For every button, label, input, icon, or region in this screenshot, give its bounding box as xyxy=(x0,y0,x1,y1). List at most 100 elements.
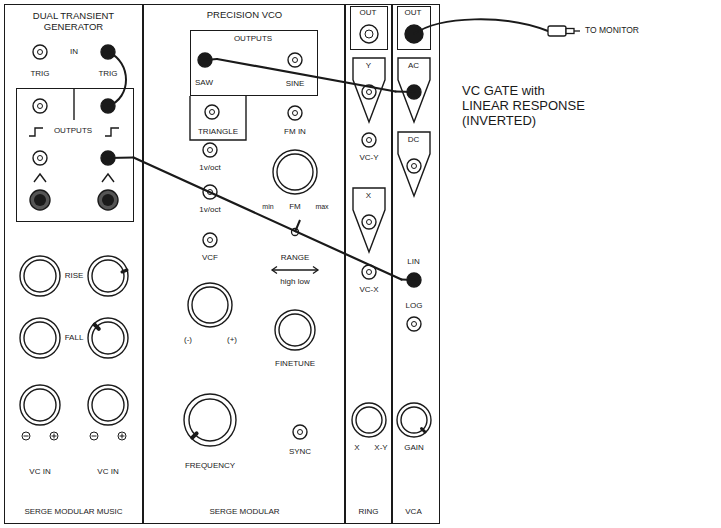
dark-jack xyxy=(102,194,114,206)
envelope-symbol xyxy=(34,174,46,182)
triangle-output-box xyxy=(190,96,246,140)
plug-tip xyxy=(574,30,580,31)
patch-cable xyxy=(217,59,396,92)
output-box: OUT xyxy=(350,6,388,50)
jack-socket xyxy=(360,25,378,43)
module-panel: DUAL TRANSIENT GENERATOR SERGE MODULAR MU… xyxy=(4,4,143,524)
patch-cable-stub xyxy=(108,156,134,159)
plus-mark xyxy=(54,434,55,439)
dark-jack xyxy=(34,194,46,206)
envelope-symbol xyxy=(102,174,114,182)
knob-marker xyxy=(122,270,127,272)
switch-label: RANGE xyxy=(281,253,309,262)
module-panel: PRECISION VCOSERGE MODULAROUTPUTSSAW xyxy=(143,4,345,524)
output-box: OUTPUTS xyxy=(16,88,134,222)
knob-label: FINETUNE xyxy=(275,359,315,368)
jack-socket xyxy=(288,106,302,120)
knob xyxy=(279,314,311,346)
knob xyxy=(24,322,56,354)
jack-socket xyxy=(203,233,217,247)
minus-mark xyxy=(24,436,29,437)
plug-sleeve xyxy=(566,29,574,34)
jack-label: TRIANGLE xyxy=(198,127,238,136)
knob-markers xyxy=(95,270,425,438)
input-diamond: DC xyxy=(396,130,432,198)
diamond-outline xyxy=(398,132,430,196)
input-diamond: X xyxy=(351,186,387,254)
jack-socket xyxy=(33,99,47,113)
jack-socket xyxy=(362,133,376,147)
knob-label: RISE xyxy=(65,271,84,280)
jack-label: OUT xyxy=(360,8,377,17)
knobs xyxy=(20,150,431,446)
jack-socket xyxy=(407,159,421,173)
knob xyxy=(20,385,60,425)
input-diamond: AC xyxy=(396,56,432,124)
jack-node: LIN xyxy=(402,254,426,290)
knob xyxy=(20,256,60,296)
patch-cable xyxy=(134,158,402,280)
knob-label: VC IN xyxy=(97,467,118,476)
diamond-outline xyxy=(353,188,385,252)
dark-jack xyxy=(30,190,50,210)
jack-label: LIN xyxy=(407,257,419,266)
diamond-outline xyxy=(353,58,385,122)
jack-socket xyxy=(367,270,372,275)
input-diamond: Y xyxy=(351,56,387,124)
jack-socket xyxy=(208,148,213,153)
range-arrow xyxy=(313,267,318,274)
range-switch xyxy=(272,220,318,274)
module-title: PRECISION VCO xyxy=(207,10,283,21)
jack-label: 1v/oct xyxy=(199,163,220,172)
input-label: Y xyxy=(366,61,371,70)
knob xyxy=(20,318,60,358)
knob-label: GAIN xyxy=(404,443,424,452)
polarity-marks xyxy=(22,432,126,440)
jack-label: VC-X xyxy=(359,285,378,294)
knob xyxy=(88,256,128,296)
jack-socket xyxy=(412,322,417,327)
maker-name: SERGE MODULAR MUSIC xyxy=(24,507,122,516)
knob-label: FM xyxy=(289,202,301,211)
section-label: OUTPUTS xyxy=(54,126,92,135)
input-label: DC xyxy=(408,135,420,144)
scale-label: max xyxy=(315,203,328,211)
jack-socket xyxy=(210,110,215,115)
jack-socket xyxy=(407,317,421,331)
jack-socket xyxy=(362,215,376,229)
knob xyxy=(277,154,313,190)
jack-label: FM IN xyxy=(284,127,306,136)
output-box: OUT xyxy=(397,6,431,50)
scale-label: high low xyxy=(280,277,309,286)
knob xyxy=(352,403,386,437)
scale-label: min xyxy=(262,203,273,211)
knob xyxy=(401,407,427,433)
patch-cable-stub xyxy=(396,90,415,93)
jack-label: LOG xyxy=(406,301,423,310)
knob xyxy=(92,322,124,354)
module-title: DUAL TRANSIENT GENERATOR xyxy=(18,11,130,33)
jack-label: 1v/oct xyxy=(199,205,220,214)
knob xyxy=(188,283,232,327)
monitor-cable xyxy=(414,19,548,34)
scale-label: (+) xyxy=(227,335,237,344)
jack-label: TRIG xyxy=(30,69,49,78)
knob-label: X-Y xyxy=(374,443,387,452)
scale-label: (-) xyxy=(184,335,192,344)
step-symbol xyxy=(29,128,43,136)
input-label: AC xyxy=(408,61,419,70)
jack-socket xyxy=(367,90,372,95)
module-name: VCA xyxy=(405,507,421,516)
plus-mark xyxy=(122,434,123,439)
knob-label: FREQUENCY xyxy=(185,461,235,470)
knob xyxy=(275,310,315,350)
jack-label: TRIG xyxy=(98,69,117,78)
jack-socket xyxy=(38,50,43,55)
knob-label: X xyxy=(354,443,359,452)
jack-socket xyxy=(293,58,298,63)
knob xyxy=(24,260,56,292)
panel-lines xyxy=(29,88,246,182)
